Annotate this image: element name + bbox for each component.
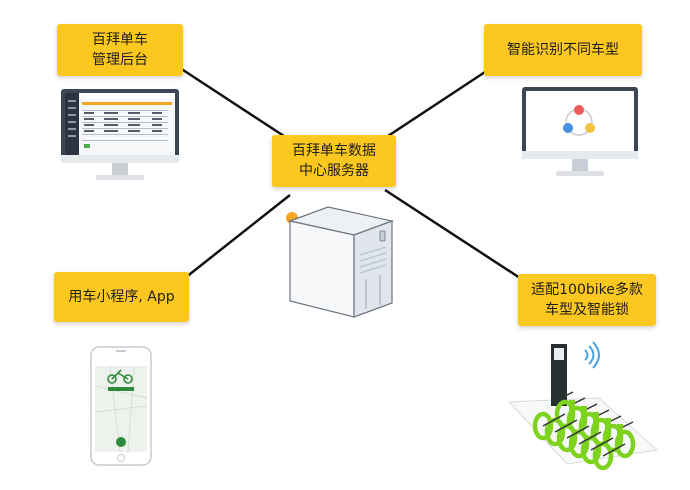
phone-app-icon: [90, 346, 152, 466]
label-smart-recognition: 智能识别不同车型: [484, 24, 642, 76]
admin-monitor-icon: [61, 89, 179, 180]
label-center-line2: 中心服务器: [299, 163, 369, 179]
label-mini-program-line1: 用车小程序, App: [68, 289, 175, 305]
phone-bike-icon: [107, 369, 133, 384]
label-mini-program-app: 用车小程序, App: [54, 272, 189, 322]
label-admin-line2: 管理后台: [92, 52, 148, 68]
label-bikes-line2: 车型及智能锁: [545, 302, 629, 318]
connector-recognition: [384, 70, 486, 140]
label-admin-line1: 百拜单车: [92, 32, 148, 48]
label-admin-backend: 百拜单车 管理后台: [57, 24, 183, 76]
label-recognition-line1: 智能识别不同车型: [507, 42, 619, 58]
connector-admin: [179, 66, 291, 142]
label-bikes-line1: 适配100bike多款: [531, 282, 643, 298]
connector-bikes: [384, 188, 521, 280]
connector-mini-program: [184, 194, 291, 279]
label-center-line1: 百拜单车数据: [292, 143, 376, 159]
bikes-smart-lock-icon: [507, 341, 659, 471]
server-icon: [286, 206, 395, 318]
label-bikes-smart-locks: 适配100bike多款 车型及智能锁: [518, 274, 656, 326]
recognition-monitor-icon: [522, 87, 638, 176]
label-data-center-server: 百拜单车数据 中心服务器: [272, 135, 396, 187]
